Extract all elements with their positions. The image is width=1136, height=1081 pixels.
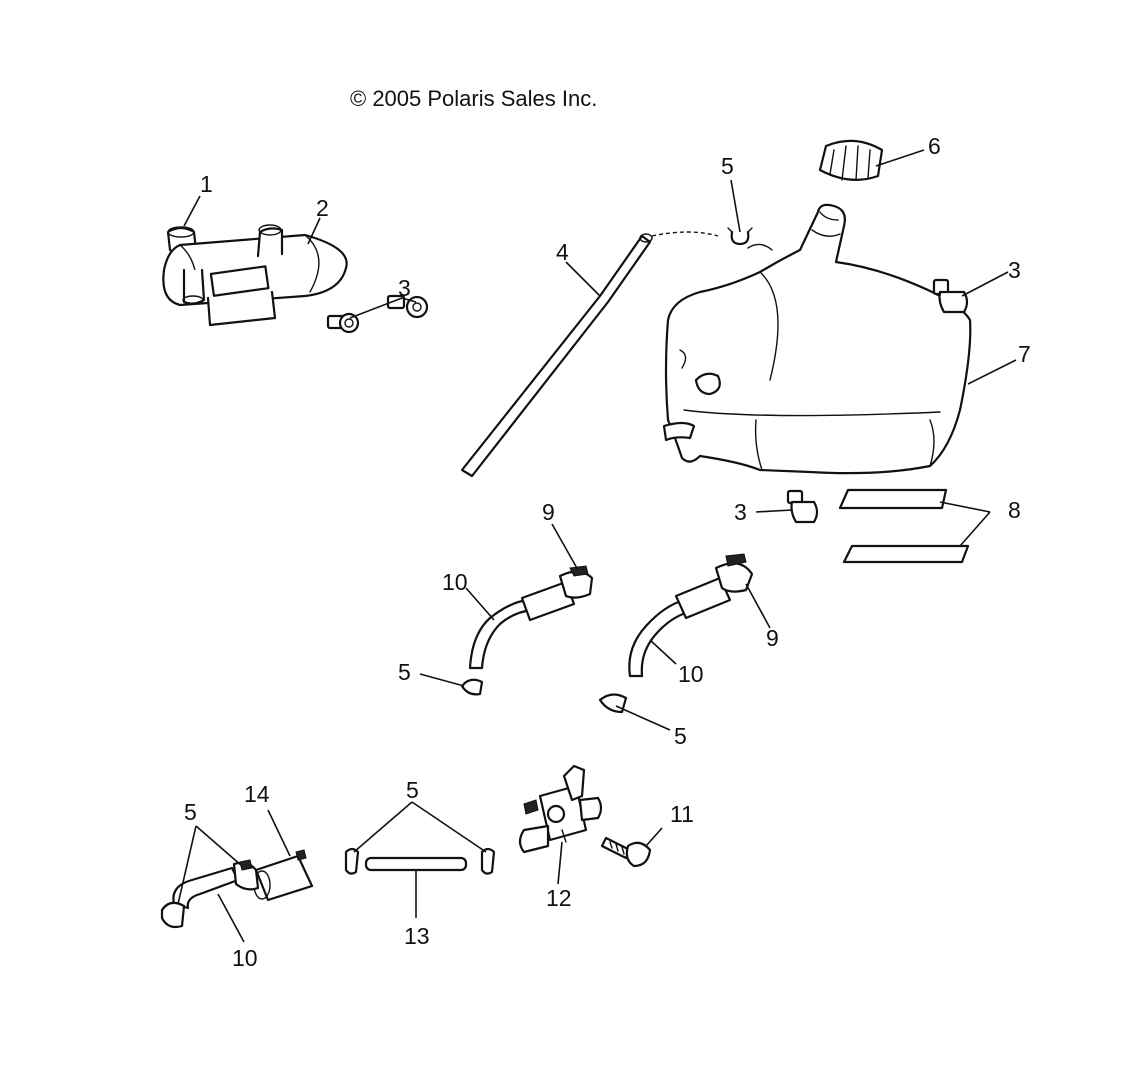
- part-8-pads: [838, 488, 970, 564]
- callout-13: 13: [404, 923, 430, 949]
- part-2-canister: [162, 224, 348, 327]
- callout-5-mid-right: 5: [674, 723, 687, 749]
- callout-labels: 1 2 3 3 3 4 5 5 5 5 5 6 7 8 9 9 10 10 10…: [184, 133, 1031, 971]
- part-6-fuel-cap: [818, 139, 884, 181]
- part-7-fuel-tank: [662, 203, 972, 475]
- callout-3-lower: 3: [734, 499, 747, 525]
- callout-11: 11: [670, 801, 694, 827]
- callout-2: 2: [316, 195, 329, 221]
- callout-5-mid-left: 5: [398, 659, 411, 685]
- callout-3-tank: 3: [1008, 257, 1021, 283]
- part-3-bolt-lower: [786, 489, 819, 524]
- callout-14: 14: [244, 781, 270, 807]
- callout-9-right: 9: [766, 625, 779, 651]
- part-11-screw: [600, 836, 652, 868]
- part-13-hose: [344, 847, 496, 875]
- callout-5-top: 5: [721, 153, 734, 179]
- callout-8: 8: [1008, 497, 1021, 523]
- fuel-line-assembly-left: [460, 565, 594, 696]
- callout-10-right: 10: [678, 661, 704, 687]
- callout-9-left: 9: [542, 499, 555, 525]
- fuel-filter-assembly: [160, 849, 314, 929]
- callout-6: 6: [928, 133, 941, 159]
- copyright-notice: © 2005 Polaris Sales Inc.: [350, 86, 598, 111]
- leader-lines: [177, 149, 1017, 943]
- callout-10-filter: 10: [232, 945, 258, 971]
- callout-5-hose: 5: [406, 777, 419, 803]
- callout-12: 12: [546, 885, 572, 911]
- callout-5-filter: 5: [184, 799, 197, 825]
- part-3-bolt-left: [326, 312, 360, 334]
- callout-7: 7: [1018, 341, 1031, 367]
- callout-10-left: 10: [442, 569, 468, 595]
- callout-4: 4: [556, 239, 569, 265]
- fuel-line-assembly-right: [598, 553, 754, 714]
- part-12-valve: [518, 764, 603, 854]
- callout-3-canister: 3: [398, 275, 411, 301]
- part-3-bolt-tank: [932, 278, 969, 314]
- callout-1: 1: [200, 171, 213, 197]
- part-5-clip-top: [727, 227, 753, 246]
